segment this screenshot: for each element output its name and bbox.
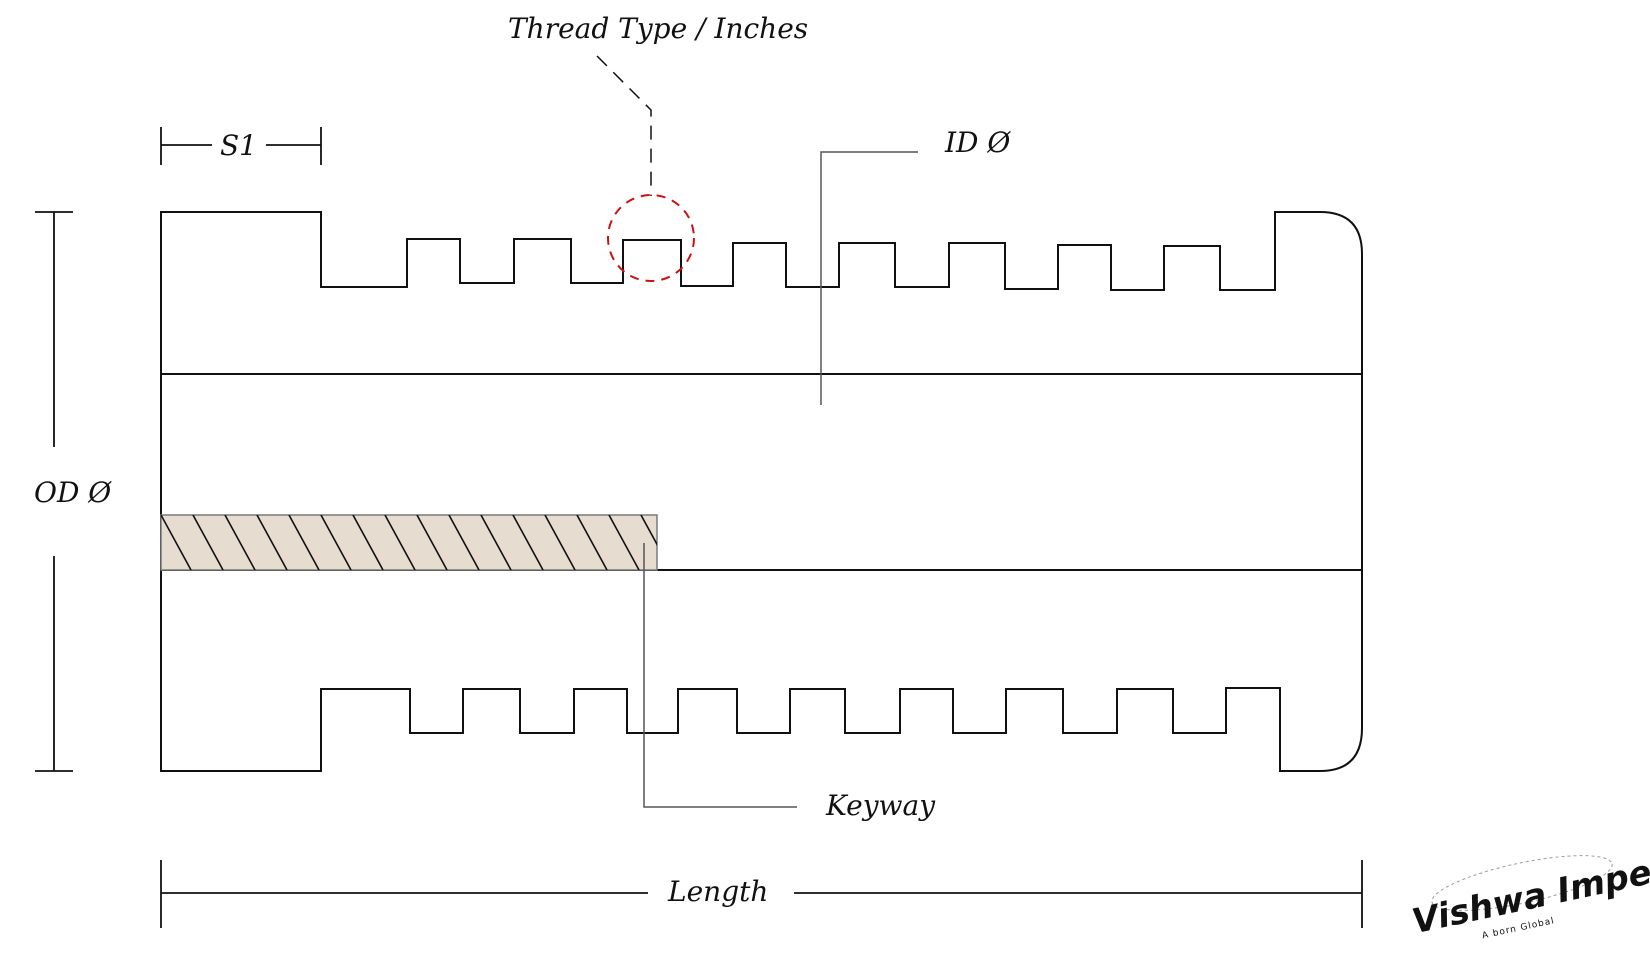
id-label: ID Ø xyxy=(944,126,1011,159)
s1-dimension: S1 xyxy=(160,127,322,165)
thread-type-label: Thread Type / Inches xyxy=(508,12,808,45)
thread-highlight-circle xyxy=(607,194,695,282)
thread-type-leader xyxy=(596,55,652,196)
od-label: OD Ø xyxy=(34,476,112,509)
vishwa-impex-logo: Vishwa Impex A born Global xyxy=(1409,848,1650,943)
s1-label: S1 xyxy=(220,129,257,162)
keyway-slot xyxy=(160,514,658,571)
id-callout: ID Ø xyxy=(820,126,1011,405)
thread-type-callout: Thread Type / Inches xyxy=(508,12,808,282)
od-dimension: OD Ø xyxy=(34,211,112,772)
keyway-callout: Keyway xyxy=(643,543,936,822)
length-label: Length xyxy=(667,875,768,908)
length-dimension: Length xyxy=(160,860,1363,928)
keyway-label: Keyway xyxy=(825,789,936,822)
shaft-outline xyxy=(160,211,1363,772)
